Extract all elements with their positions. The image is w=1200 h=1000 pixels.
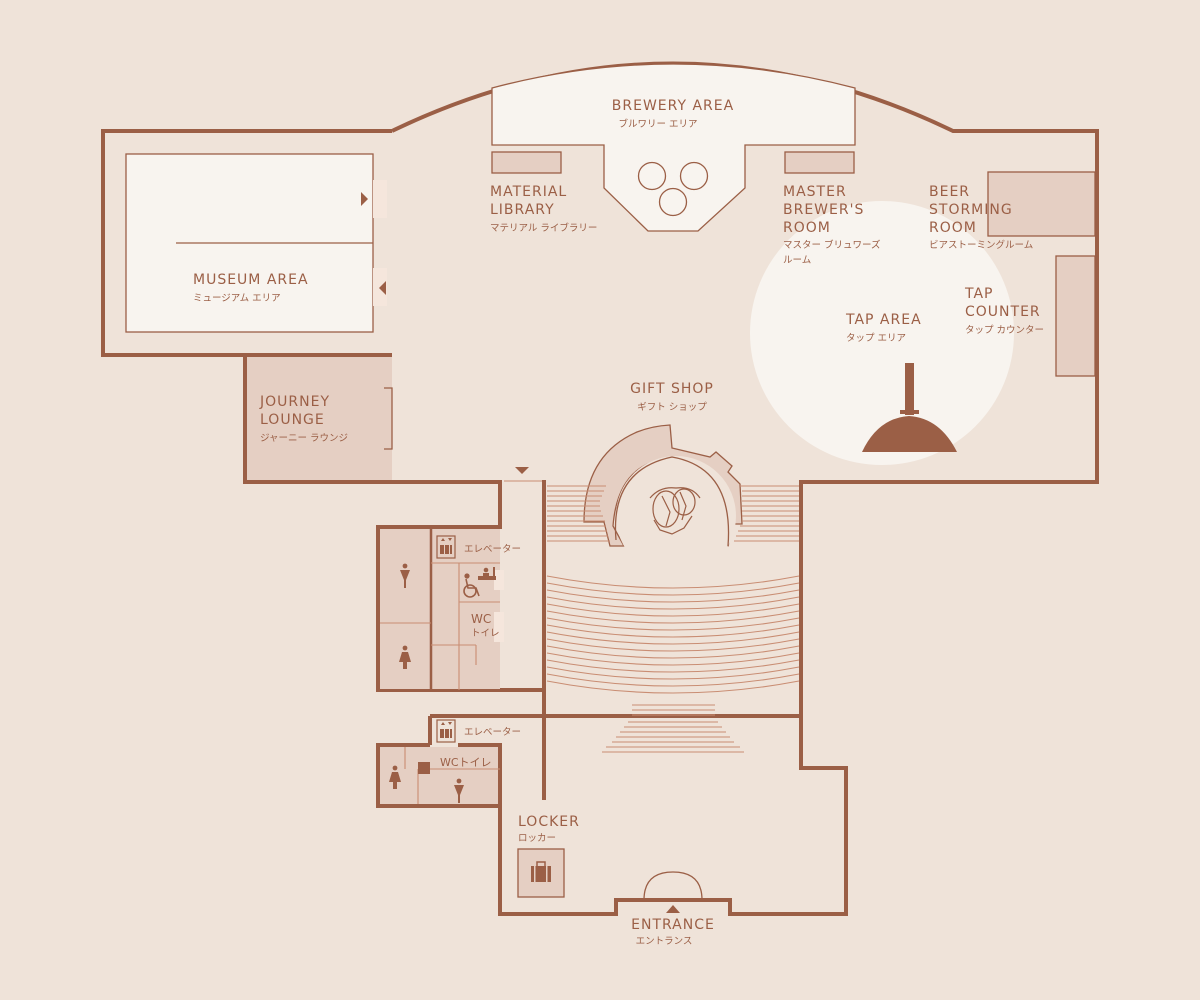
upper-restroom-fill <box>380 529 500 689</box>
wheelchair-icon <box>463 573 480 598</box>
baby-changing-icon <box>478 567 496 580</box>
beer-storming-label-1: BEER <box>929 184 970 200</box>
beer-storming-label-2: STORMING <box>929 202 1013 218</box>
male-icon <box>400 563 410 588</box>
entrance-door-arc <box>643 871 703 901</box>
journey-lounge-label-1: JOURNEY <box>259 394 330 410</box>
direction-arrow-icon <box>379 281 386 295</box>
gift-shop-label: GIFT SHOP <box>630 381 714 397</box>
journey-lounge-counter <box>384 387 393 450</box>
material-library-label-2: LIBRARY <box>490 202 555 218</box>
tap-area-zone <box>750 201 1014 465</box>
master-brewers-label-jp-2: ルーム <box>783 255 811 266</box>
brewery-tank-1 <box>637 161 667 191</box>
tap-area-label-jp: タップ エリア <box>846 333 906 344</box>
brewery-tank-2 <box>679 161 709 191</box>
restroom-door <box>494 570 504 590</box>
entrance-stairs <box>602 704 744 753</box>
female-icon <box>399 645 411 669</box>
direction-arrow-icon <box>666 905 680 913</box>
male-icon <box>454 778 464 803</box>
tap-counter-label-jp: タップ カウンター <box>965 325 1044 336</box>
wc-label-upper-jp: トイレ <box>471 628 500 639</box>
elevator-label-lower: エレベーター <box>464 727 521 738</box>
tap-area-label: TAP AREA <box>845 312 922 328</box>
wc-label-lower: WCトイレ <box>440 756 492 769</box>
restroom-door <box>494 612 504 642</box>
brewery-label: BREWERY AREA <box>612 98 734 114</box>
master-brewers-label-3: ROOM <box>783 220 831 236</box>
beer-tap-icon <box>862 363 957 452</box>
beer-storming-label-jp: ビアストーミングルーム <box>929 239 1033 251</box>
gift-shop-label-jp: ギフト ショップ <box>637 402 707 413</box>
material-library-label-1: MATERIAL <box>490 184 567 200</box>
entrance-label: ENTRANCE <box>631 917 715 933</box>
museum-door-upper <box>373 180 387 218</box>
upper-floor-plan: BREWERY AREA ブルワリー エリア MATERIAL LIBRARY … <box>101 61 1099 800</box>
entrance-label-jp: エントランス <box>636 936 693 947</box>
lower-restroom-fill <box>380 747 500 805</box>
gift-shop-inner <box>616 456 736 576</box>
master-brewers-shelf <box>784 151 855 174</box>
museum-label-jp: ミュージアム エリア <box>193 293 281 304</box>
locker-label: LOCKER <box>518 814 580 830</box>
lower-outline <box>498 716 848 916</box>
elevator-icon <box>436 535 456 559</box>
upper-restroom-block: エレベーター WC トイレ <box>380 529 521 690</box>
gift-shop-ring <box>614 456 730 547</box>
upper-stairs-right <box>734 485 799 542</box>
locker-label-jp: ロッカー <box>518 833 556 844</box>
journey-lounge-label-jp: ジャーニー ラウンジ <box>260 433 348 444</box>
upper-outline <box>101 129 544 692</box>
direction-arrow-icon <box>361 192 368 206</box>
wc-label-upper: WC <box>471 612 491 626</box>
master-brewers-label-1: MASTER <box>783 184 847 200</box>
lower-restroom-door <box>418 762 430 774</box>
grand-stairs <box>546 575 800 694</box>
beer-storming-room <box>987 171 1096 237</box>
journey-lounge-label-2: LOUNGE <box>260 412 325 428</box>
journey-lounge <box>247 357 392 480</box>
master-brewers-label-2: BREWER'S <box>783 202 864 218</box>
beer-storming-label-3: ROOM <box>929 220 977 236</box>
locker-icon <box>531 861 551 882</box>
direction-arrow-icon <box>515 467 529 474</box>
upper-stairs-left <box>547 485 610 542</box>
lower-restroom-wall <box>376 743 502 808</box>
tap-counter-label-2: COUNTER <box>965 304 1041 320</box>
tap-counter-label-1: TAP <box>964 286 993 302</box>
brewery-area <box>491 63 856 232</box>
elevator-label-upper: エレベーター <box>464 544 521 555</box>
museum-label: MUSEUM AREA <box>193 272 309 288</box>
hops-logo-icon <box>649 487 701 535</box>
brewery-tank-3 <box>658 187 688 217</box>
material-library-label-jp: マテリアル ライブラリー <box>490 222 597 234</box>
female-icon <box>389 765 401 789</box>
tap-counter <box>1055 255 1096 377</box>
brewery-label-jp: ブルワリー エリア <box>618 118 697 130</box>
master-brewers-label-jp-1: マスター ブリュワーズ <box>783 239 881 251</box>
lower-floor-plan: エレベーター WCトイレ LOCKER ロッカー ENTRANCE <box>376 716 848 947</box>
elevator-icon <box>436 719 456 743</box>
material-library-shelf <box>491 151 562 174</box>
